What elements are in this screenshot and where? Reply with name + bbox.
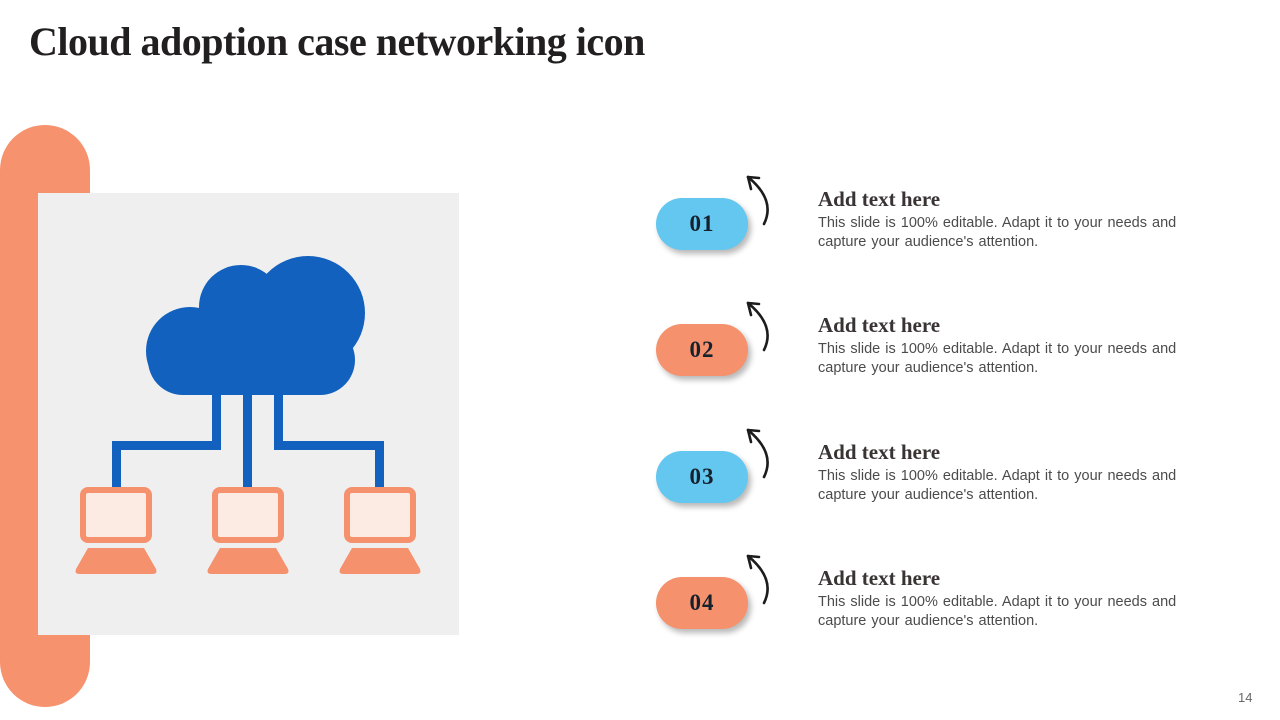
item-text-block: Add text here This slide is 100% editabl… <box>818 187 1218 252</box>
laptop-icon-left <box>76 490 157 574</box>
step-badge: 03 <box>656 451 748 503</box>
item-text-block: Add text here This slide is 100% editabl… <box>818 566 1218 631</box>
illustration-panel <box>38 193 459 635</box>
item-heading: Add text here <box>818 566 941 590</box>
item-heading: Add text here <box>818 313 941 337</box>
item-text-block: Add text here This slide is 100% editabl… <box>818 440 1218 505</box>
laptop-icon-right <box>340 490 421 574</box>
step-number: 01 <box>689 211 715 236</box>
curved-arrow-icon <box>746 428 769 479</box>
curved-arrow-icon <box>746 301 769 352</box>
network-lines <box>112 383 384 490</box>
item-body: This slide is 100% editable. Adapt it to… <box>818 215 1177 250</box>
list-item: 04 Add text here This slide is 100% edit… <box>654 547 1224 669</box>
curved-arrow-icon <box>746 554 769 605</box>
list-item: 01 Add text here This slide is 100% edit… <box>654 168 1224 290</box>
item-body: This slide is 100% editable. Adapt it to… <box>818 341 1177 376</box>
page-number: 14 <box>1238 690 1253 705</box>
step-badge: 01 <box>656 198 748 250</box>
item-heading: Add text here <box>818 440 941 464</box>
step-number: 02 <box>689 337 715 362</box>
item-heading: Add text here <box>818 187 941 211</box>
step-badge: 02 <box>656 324 748 376</box>
item-body: This slide is 100% editable. Adapt it to… <box>818 594 1177 629</box>
list-item: 03 Add text here This slide is 100% edit… <box>654 421 1224 543</box>
step-number: 04 <box>689 590 715 615</box>
item-body: This slide is 100% editable. Adapt it to… <box>818 468 1177 503</box>
page-title: Cloud adoption case networking icon <box>29 19 645 64</box>
curved-arrow-icon <box>746 175 769 226</box>
laptop-icon-center <box>208 490 289 574</box>
step-badge: 04 <box>656 577 748 629</box>
item-text-block: Add text here This slide is 100% editabl… <box>818 313 1218 378</box>
cloud-icon <box>146 256 365 395</box>
cloud-network-illustration <box>38 256 459 635</box>
step-number: 03 <box>689 464 715 489</box>
list-item: 02 Add text here This slide is 100% edit… <box>654 294 1224 416</box>
